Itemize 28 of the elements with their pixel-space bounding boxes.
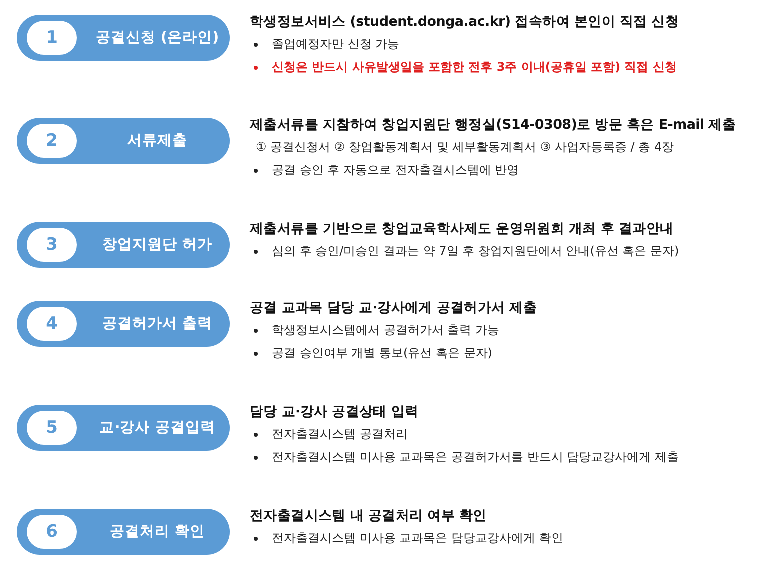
step-title: 공결신청 (온라인)	[94, 29, 220, 48]
step-pill	[17, 222, 230, 268]
step-heading: 공결 교과목 담당 교·강사에게 공결허가서 제출	[250, 299, 538, 318]
step-title: 서류제출	[126, 132, 188, 151]
bullet-item: 전자출결시스템 미사용 교과목은 담당교강사에게 확인	[250, 527, 564, 550]
step-pill	[17, 405, 230, 451]
step-heading: 담당 교·강사 공결상태 입력	[250, 403, 420, 422]
bullet-item: 전자출결시스템 미사용 교과목은 공결허가서를 반드시 담당교강사에게 제출	[250, 446, 679, 469]
document-list-text: ① 공결신청서 ② 창업활동계획서 및 세부활동계획서 ③ 사업자등록증 / 총 4장	[255, 139, 674, 156]
bullet-item: 졸업예정자만 신청 가능	[250, 33, 400, 56]
bullet-item: 공결 승인 후 자동으로 전자출결시스템에 반영	[250, 159, 520, 182]
step-heading: 전자출결시스템 내 공결처리 여부 확인	[250, 507, 488, 526]
step-pill	[17, 15, 230, 61]
bullet-item: 신청은 반드시 사유발생일을 포함한 전후 3주 이내(공휴일 포함) 직접 신청	[250, 56, 677, 79]
step-pill	[17, 118, 230, 164]
bullet-item: 심의 후 승인/미승인 결과는 약 7일 후 창업지원단에서 안내(유선 혹은 문자)	[250, 240, 680, 263]
step-title: 창업지원단 허가	[101, 236, 214, 255]
step-title: 교·강사 공결입력	[98, 419, 216, 438]
step-heading: 학생정보서비스 (student.donga.ac.kr) 접속하여 본인이 직접 신청	[250, 13, 680, 32]
bullet-item: 학생정보시스템에서 공결허가서 출력 가능	[250, 319, 500, 342]
bullet-item: 공결 승인여부 개별 통보(유선 혹은 문자)	[250, 342, 492, 365]
step-heading: 제출서류를 지참하여 창업지원단 행정실(S14-0308)로 방문 혹은 E-mail 제출	[250, 116, 738, 135]
step-pill	[17, 301, 230, 347]
step-title: 공결처리 확인	[108, 523, 206, 542]
bullet-item: 전자출결시스템 공결처리	[250, 423, 408, 446]
step-title: 공결허가서 출력	[101, 315, 214, 334]
step-heading: 제출서류를 기반으로 창업교육학사제도 운영위원회 개최 후 결과안내	[250, 220, 675, 239]
step-pill	[17, 509, 230, 555]
